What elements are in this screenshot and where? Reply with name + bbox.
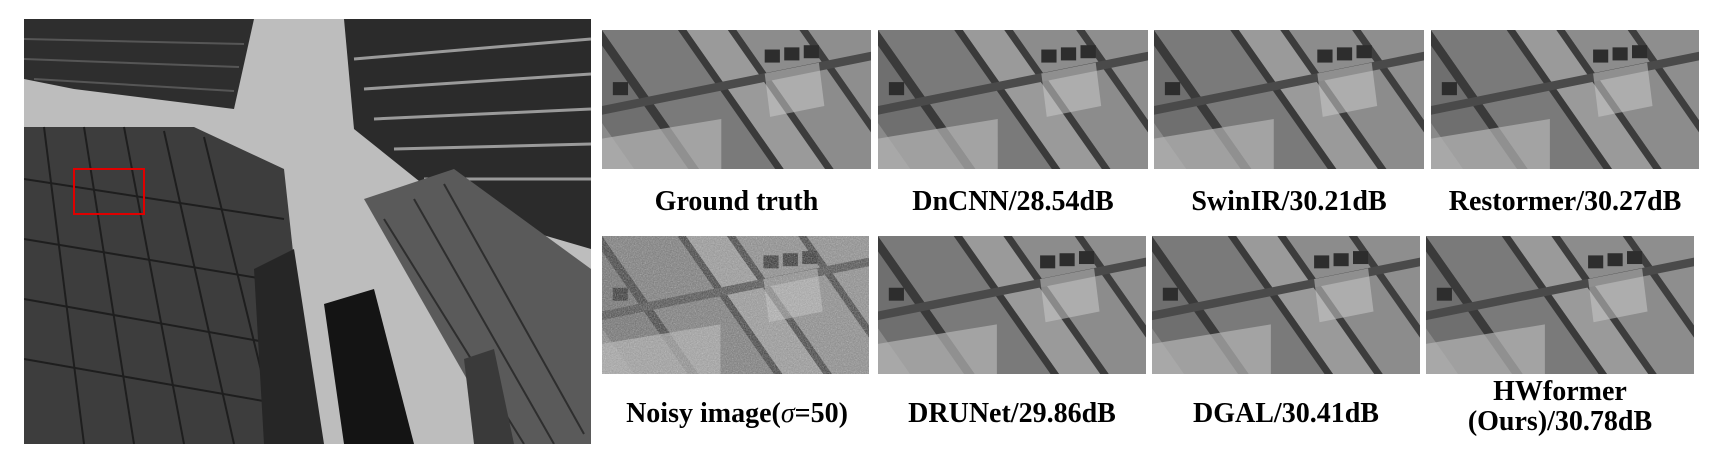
caption-dgal: DGAL/30.41dB <box>1193 398 1379 429</box>
caption-restormer: Restormer/30.27dB <box>1448 186 1682 217</box>
caption-ground-truth: Ground truth <box>654 186 819 217</box>
crop-ground-truth <box>602 30 871 169</box>
caption-swinir: SwinIR/30.21dB <box>1191 186 1387 217</box>
crop-drunet <box>878 236 1146 374</box>
caption-noisy: Noisy image(σ=50) <box>626 398 848 429</box>
crop-hwformer <box>1426 236 1694 374</box>
crop-dncnn <box>878 30 1148 169</box>
caption-hwformer: HWformer (Ours)/30.78dB <box>1426 377 1694 437</box>
caption-dncnn: DnCNN/28.54dB <box>912 186 1114 217</box>
crop-swinir <box>1154 30 1424 169</box>
caption-hwformer-line1: HWformer <box>1493 376 1627 407</box>
crop-restormer <box>1431 30 1699 169</box>
crop-dgal <box>1152 236 1420 374</box>
crop-noisy <box>602 236 869 374</box>
roi-box <box>73 168 145 215</box>
caption-drunet: DRUNet/29.86dB <box>908 398 1116 429</box>
caption-hwformer-line2: (Ours)/30.78dB <box>1467 406 1653 437</box>
main-photo <box>24 19 591 444</box>
